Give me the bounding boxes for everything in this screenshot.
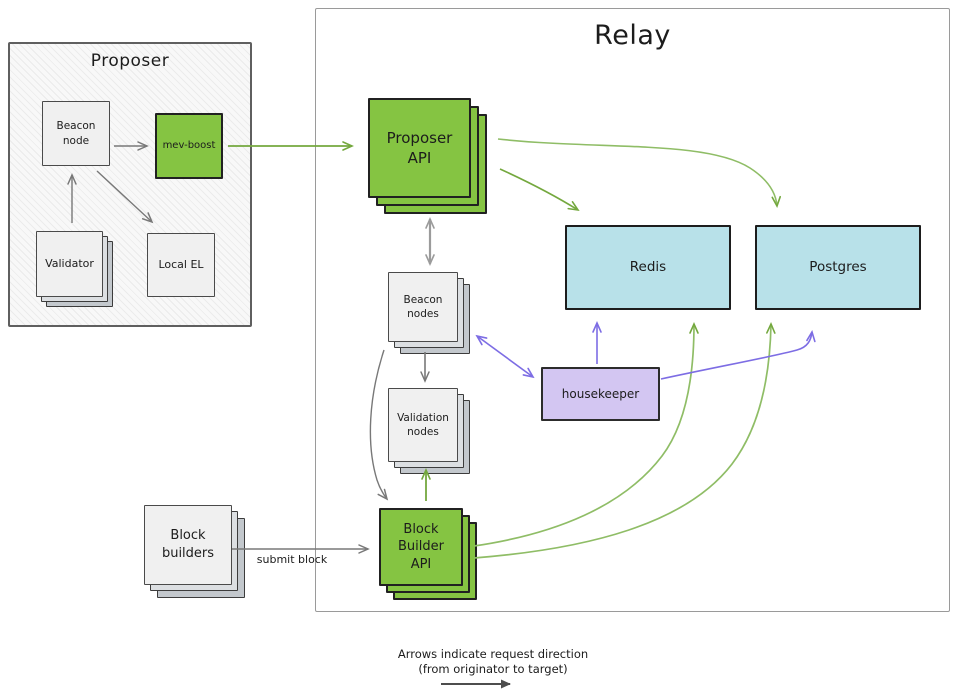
node-validator: Validator [36,231,103,297]
node-proposer-api: Proposer API [368,98,471,198]
submit-block-label: submit block [256,553,328,566]
node-housekeeper: housekeeper [541,367,660,421]
node-block-builders-stack: Block builders [144,505,245,598]
proposer-group-title: Proposer [90,51,170,71]
node-postgres: Postgres [755,225,921,310]
node-validator-stack: Validator [36,231,114,308]
caption: Arrows indicate request direction (from … [368,647,618,677]
node-block-builder-api: Block Builder API [379,508,463,586]
node-mev-boost: mev-boost [155,113,223,179]
node-beacon-nodes: Beacon nodes [388,272,458,342]
node-block-builder-api-stack: Block Builder API [379,508,478,601]
node-beacon-node: Beacon node [42,101,110,166]
node-beacon-nodes-stack: Beacon nodes [388,272,471,355]
node-validation-nodes-stack: Validation nodes [388,388,471,475]
caption-line1: Arrows indicate request direction [397,647,589,661]
node-block-builders: Block builders [144,505,232,585]
node-proposer-api-stack: Proposer API [368,98,488,215]
node-validation-nodes: Validation nodes [388,388,458,462]
node-local-el: Local EL [147,233,215,297]
node-redis: Redis [565,225,731,310]
caption-line2: (from originator to target) [418,661,568,676]
relay-group-title: Relay [594,20,671,51]
